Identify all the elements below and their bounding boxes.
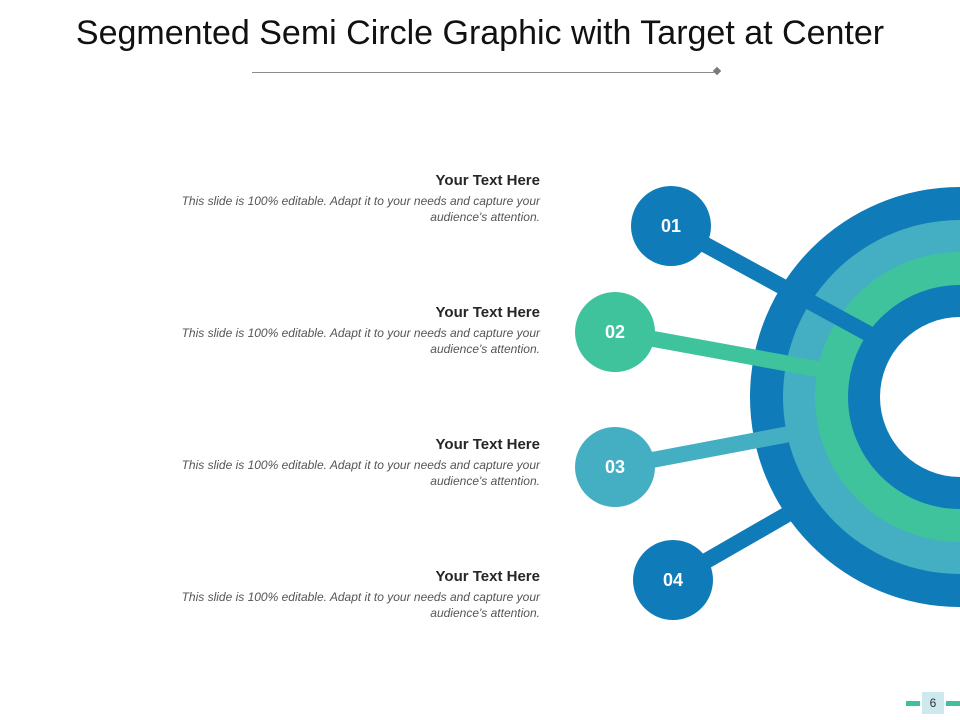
node-03	[575, 427, 655, 507]
text-heading-02: Your Text Here	[435, 304, 540, 321]
node-label-03: 03	[605, 457, 625, 477]
text-block-03: Your Text Here This slide is 100% editab…	[140, 436, 540, 489]
text-block-02: Your Text Here This slide is 100% editab…	[140, 304, 540, 357]
text-heading-01: Your Text Here	[435, 172, 540, 189]
node-01	[631, 186, 711, 266]
node-04	[633, 540, 713, 620]
node-label-01: 01	[661, 216, 681, 236]
slide-title: Segmented Semi Circle Graphic with Targe…	[75, 14, 885, 52]
page-number-accent-right	[946, 701, 960, 706]
text-body-01: This slide is 100% editable. Adapt it to…	[181, 194, 540, 224]
text-block-01: Your Text Here This slide is 100% editab…	[140, 172, 540, 225]
page-number: 6	[922, 692, 944, 714]
node-label-02: 02	[605, 322, 625, 342]
title-underline	[252, 72, 714, 73]
text-body-02: This slide is 100% editable. Adapt it to…	[181, 326, 540, 356]
page-number-accent-left	[906, 701, 920, 706]
text-heading-04: Your Text Here	[435, 568, 540, 585]
text-body-04: This slide is 100% editable. Adapt it to…	[181, 590, 540, 620]
node-02	[575, 292, 655, 372]
target-center	[880, 317, 960, 477]
node-label-04: 04	[663, 570, 683, 590]
text-body-03: This slide is 100% editable. Adapt it to…	[181, 458, 540, 488]
text-block-04: Your Text Here This slide is 100% editab…	[140, 568, 540, 621]
text-heading-03: Your Text Here	[435, 436, 540, 453]
